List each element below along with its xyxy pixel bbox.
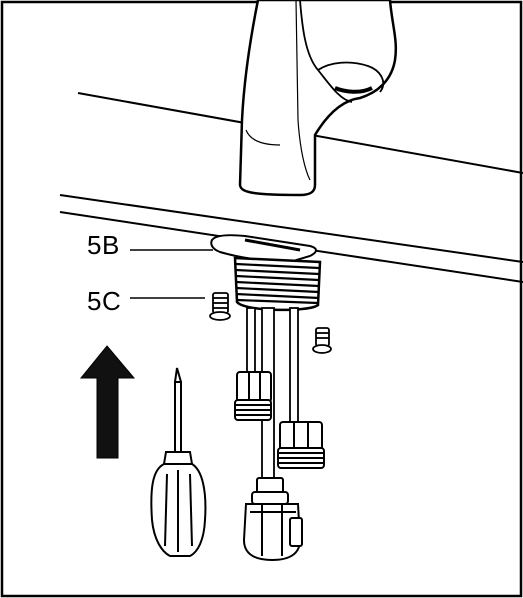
callout-leaders bbox=[130, 249, 213, 299]
screwdriver-icon bbox=[150, 367, 207, 557]
mounting-screw-5c bbox=[209, 292, 231, 321]
threaded-shank bbox=[233, 256, 322, 312]
gasket-5b bbox=[210, 234, 317, 264]
left-supply-nut bbox=[234, 371, 272, 421]
faucet-body bbox=[238, 0, 398, 197]
push-up-arrow-icon bbox=[79, 345, 136, 459]
callout-label-5b: 5B bbox=[87, 230, 120, 260]
right-supply-nut bbox=[277, 421, 325, 469]
quick-connector bbox=[242, 477, 303, 562]
mounting-screw-right bbox=[312, 327, 332, 354]
callout-label-5c: 5C bbox=[87, 286, 122, 316]
